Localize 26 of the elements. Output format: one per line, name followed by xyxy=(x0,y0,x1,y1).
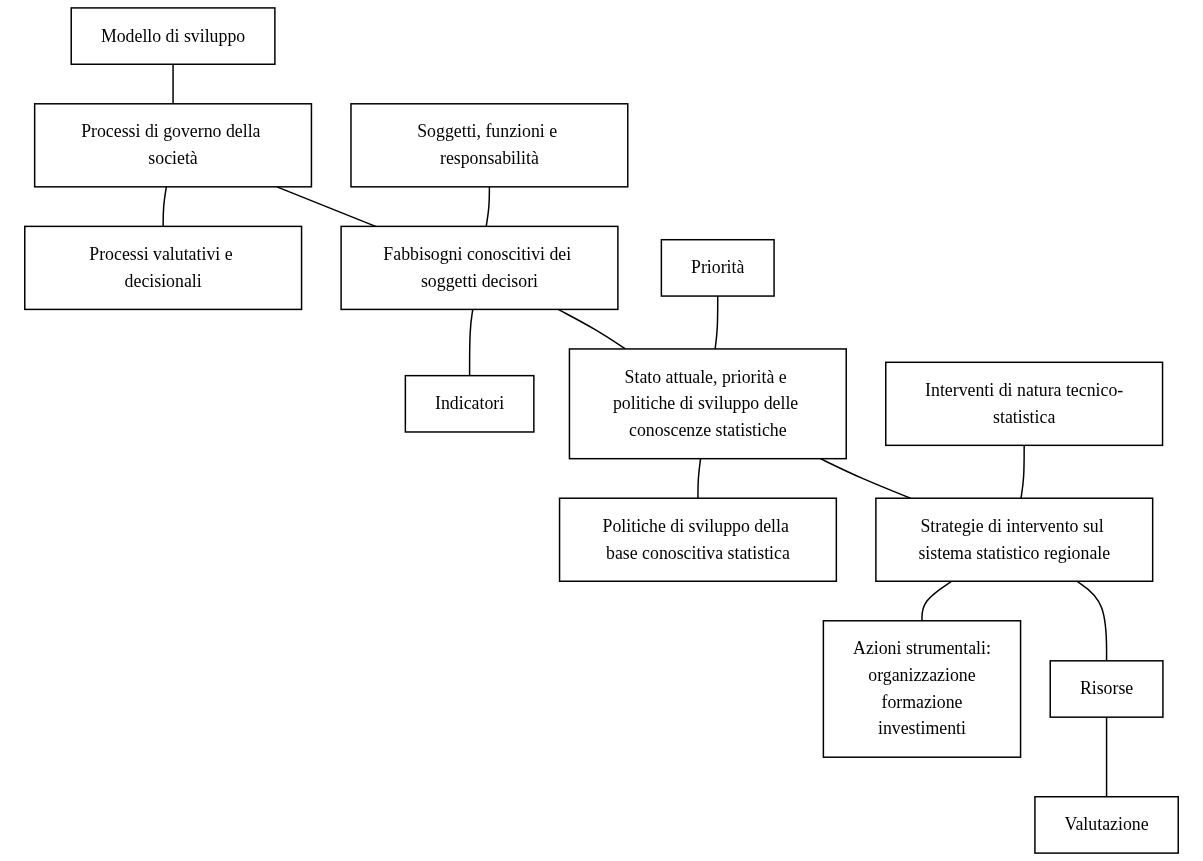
node-box: Azioni strumentali: organizzazione formazione investimenti xyxy=(822,620,1022,758)
connector xyxy=(468,308,474,377)
node-box: Stato attuale, priorità e politiche di sviluppo delle conoscenze statistiche xyxy=(568,348,847,460)
node-box: Priorità xyxy=(660,239,775,297)
node-box: Indicatori xyxy=(404,374,535,433)
connector xyxy=(557,308,627,350)
node-box: Modello di sviluppo xyxy=(70,7,276,65)
node-box: Risorse xyxy=(1049,660,1164,718)
connector xyxy=(485,186,491,228)
node-box: Processi valutativi e decisionali xyxy=(24,225,303,311)
connector xyxy=(1076,580,1108,662)
node-box: Processi di governo della società xyxy=(33,103,313,188)
node-box: Strategie di intervento sul sistema statistico regionale xyxy=(875,497,1154,582)
node-box: Politiche di sviluppo della base conoscitiva statistica xyxy=(558,497,838,582)
node-box: Fabbisogni conoscitivi dei soggetti decisori xyxy=(340,225,619,311)
node-box: Interventi di natura tecnico-statistica xyxy=(885,361,1164,447)
connector xyxy=(162,186,168,228)
connector xyxy=(697,457,702,499)
connector xyxy=(276,186,377,228)
connector xyxy=(714,295,719,350)
connector xyxy=(172,63,174,105)
connector xyxy=(1020,444,1025,499)
node-box: Valutazione xyxy=(1034,796,1179,854)
connector xyxy=(1105,716,1108,798)
connector xyxy=(921,580,953,622)
node-box: Soggetti, funzioni e responsabilità xyxy=(350,103,629,188)
